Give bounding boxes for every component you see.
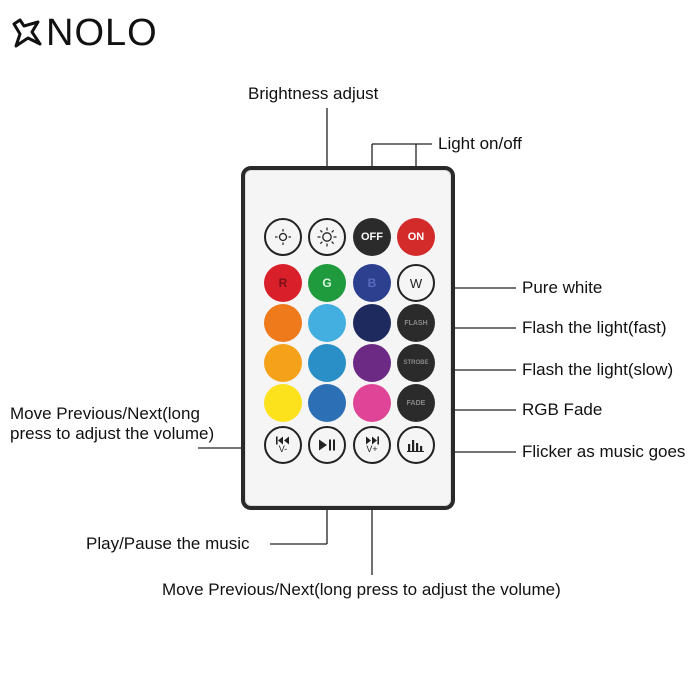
brightness-up-button[interactable] [308,218,346,256]
label-rgb-fade: RGB Fade [522,400,603,419]
label-move-prev-next-bottom: Move Previous/Next(long press to adjust … [162,580,561,599]
strobe-button[interactable]: STROBE [397,344,435,382]
white-button[interactable]: W [397,264,435,302]
sun-large-icon [317,227,337,247]
brand-logo: NOLO [10,14,158,52]
on-button[interactable]: ON [397,218,435,256]
on-label: ON [407,231,425,243]
green-button[interactable]: G [308,264,346,302]
play-pause-icon [319,439,335,451]
label-pure-white: Pure white [522,278,603,297]
play-pause-button[interactable] [308,426,346,464]
fade-button[interactable]: FADE [397,384,435,422]
label-flash-fast: Flash the light(fast) [522,318,667,337]
off-button[interactable]: OFF [353,218,391,256]
label-flicker-music: Flicker as music goes [522,442,686,461]
teal-button[interactable] [308,344,346,382]
brightness-down-button[interactable] [264,218,302,256]
purple-button[interactable] [353,344,391,382]
label-play-pause: Play/Pause the music [86,534,250,553]
blue-button[interactable]: B [353,264,391,302]
off-label: OFF [361,231,383,243]
label-brightness-adjust: Brightness adjust [248,84,379,103]
label-move-prev-next-left: Move Previous/Next(long press to adjust … [10,404,215,443]
next-button[interactable]: V+ [353,426,391,464]
pink-button[interactable] [353,384,391,422]
label-flash-slow: Flash the light(slow) [522,360,674,379]
sky-blue-button[interactable] [308,304,346,342]
flash-label: FLASH [404,319,428,327]
fade-label: FADE [406,399,426,407]
white-label: W [409,275,423,291]
fox-logo-icon [12,18,42,48]
label-light-on-off: Light on/off [438,134,522,153]
vol-down-label: V- [278,444,288,454]
music-mode-button[interactable] [397,426,435,464]
steel-blue-button[interactable] [308,384,346,422]
previous-icon [276,436,289,445]
navy-button[interactable] [353,304,391,342]
equalizer-icon [407,440,424,452]
flash-button[interactable]: FLASH [397,304,435,342]
green-label: G [322,276,332,290]
yellow-button[interactable] [264,384,302,422]
amber-button[interactable] [264,344,302,382]
red-button[interactable]: R [264,264,302,302]
orange-button[interactable] [264,304,302,342]
sun-small-icon [275,229,291,245]
strobe-label: STROBE [403,360,429,366]
blue-label: B [367,276,377,290]
vol-up-label: V+ [366,444,378,454]
brand-name: NOLO [46,12,158,54]
previous-button[interactable]: V- [264,426,302,464]
red-label: R [278,276,288,290]
next-icon [366,436,379,445]
